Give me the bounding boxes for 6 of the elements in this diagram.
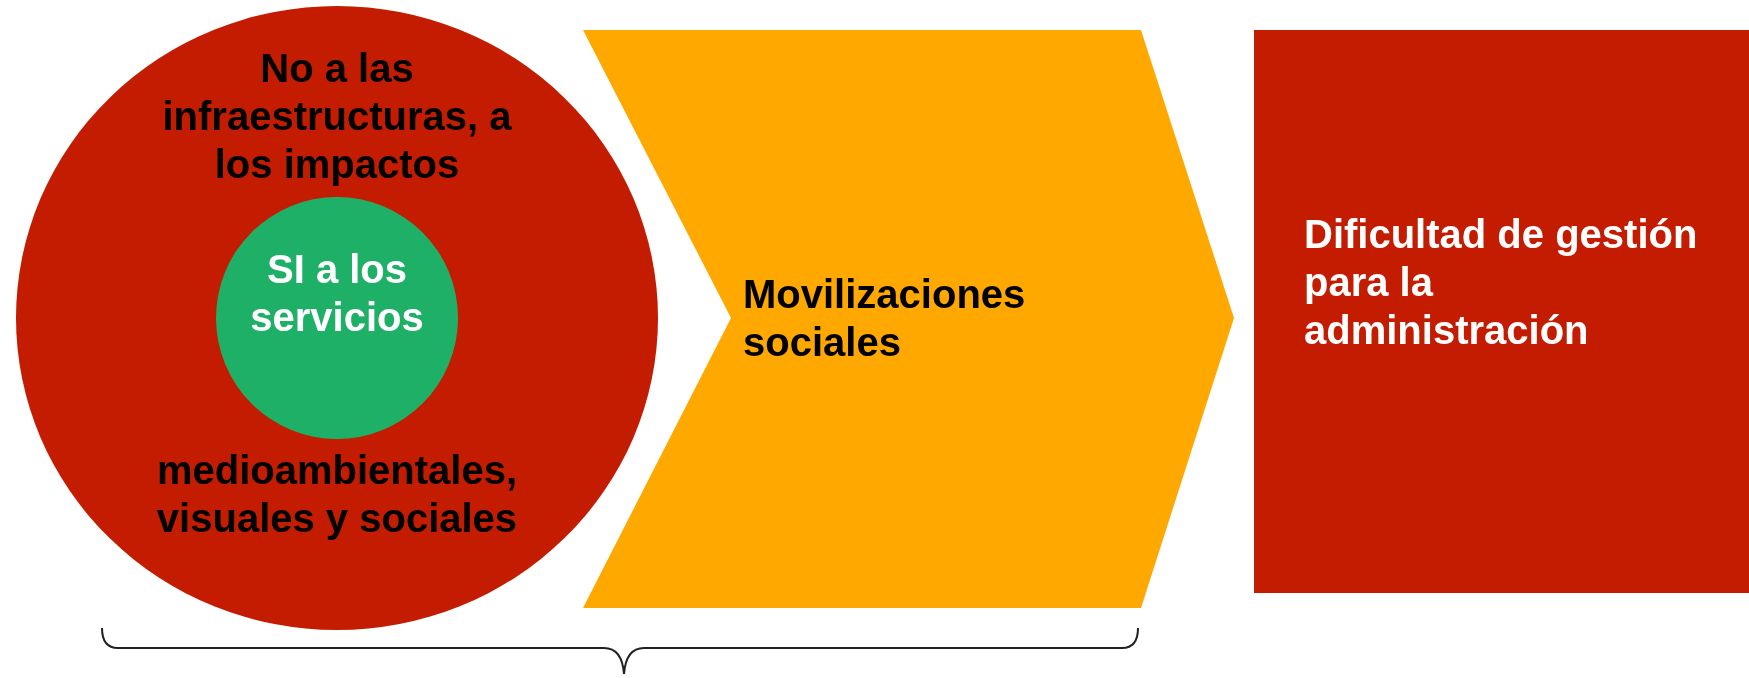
- result-panel: [1254, 30, 1749, 593]
- circle-text: medioambientales, visuales y sociales: [155, 447, 519, 542]
- circle-text: No a las infraestructuras, a los impactos: [161, 45, 513, 188]
- chevron-label: Movilizaciones sociales: [743, 271, 1027, 366]
- circle-text: SI a los servicios: [249, 246, 425, 341]
- panel-text: Dificultad de gestión para la administración: [1304, 211, 1699, 354]
